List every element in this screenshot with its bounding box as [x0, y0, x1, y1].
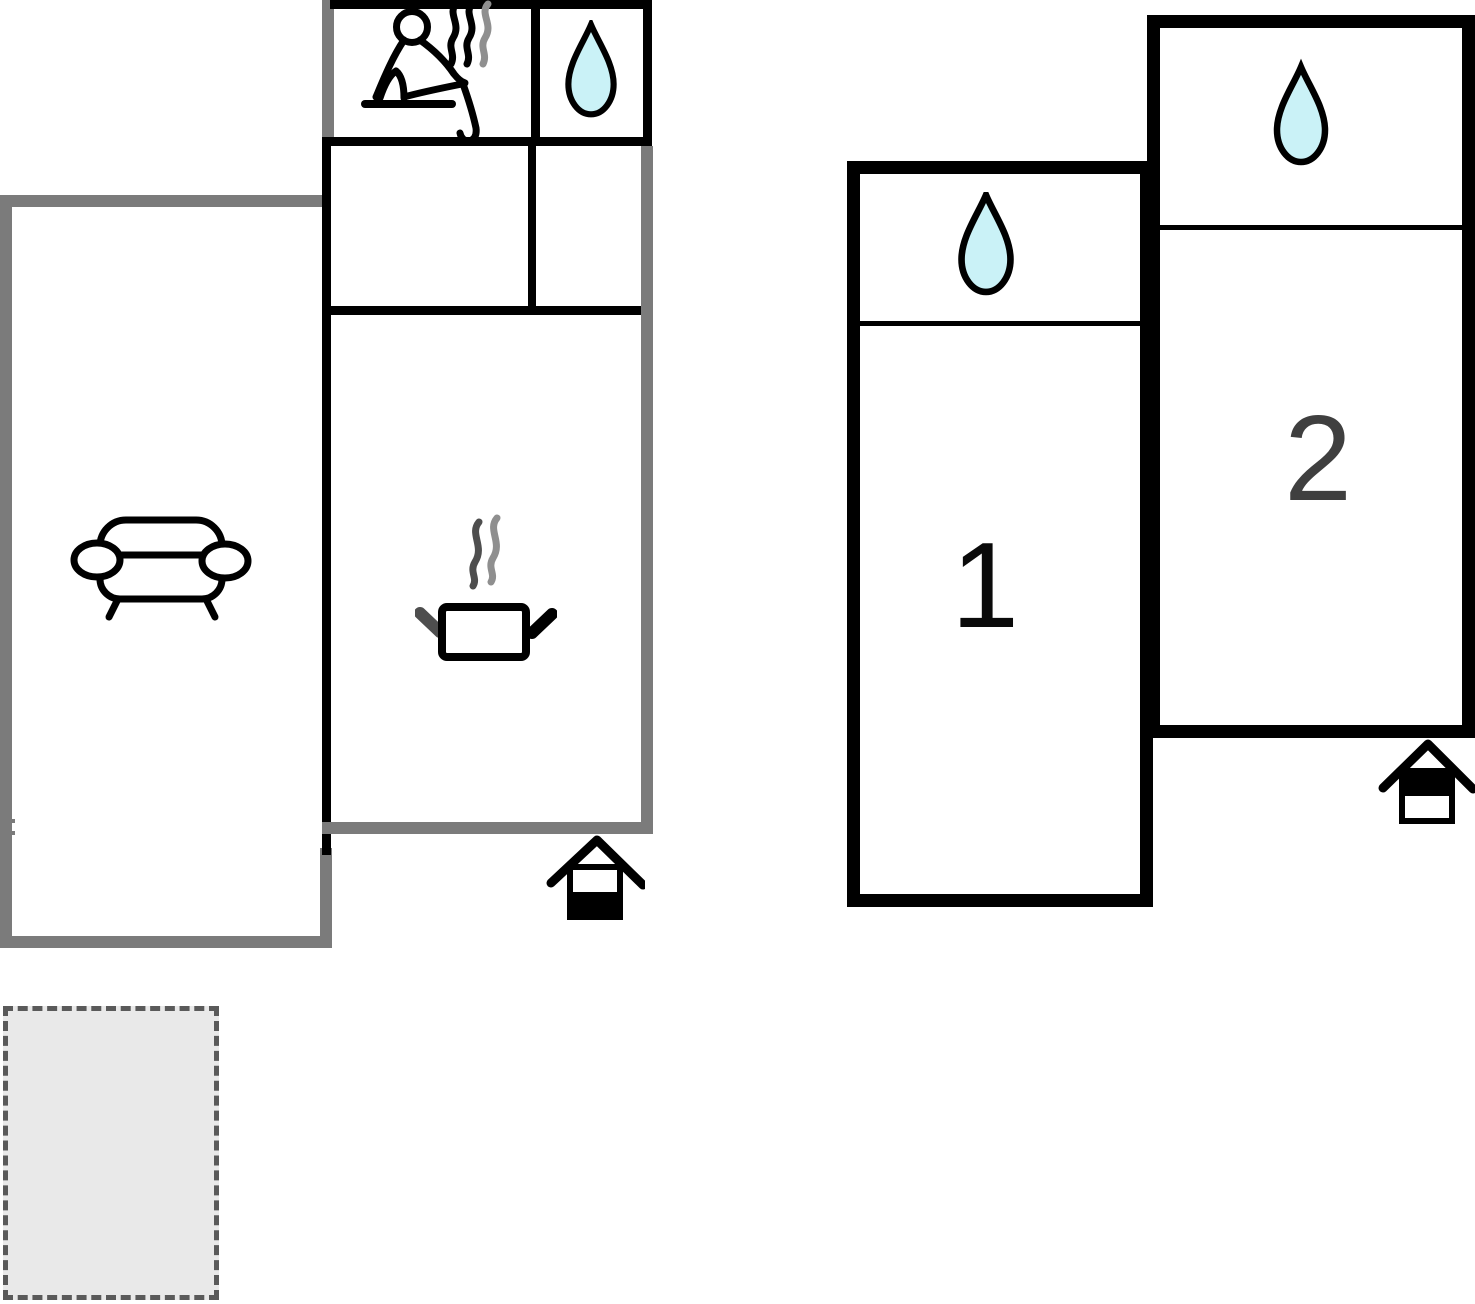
wall-middle-left-upper [322, 0, 334, 142]
room-1-label: 1 [951, 517, 1019, 653]
wall-living-left [0, 195, 12, 948]
water-drop-icon [958, 192, 1014, 296]
wall-kitchen-top [322, 306, 652, 315]
wall-living-right-lower [320, 848, 332, 948]
water-drop-icon [565, 20, 617, 118]
wall-middle-bottom [322, 822, 653, 834]
room-1-outline [847, 161, 1153, 907]
water-drop-icon [1273, 58, 1329, 166]
door-marker [4, 831, 15, 835]
wall-sauna-bottom [322, 137, 652, 146]
room-2-label: 2 [1284, 390, 1352, 526]
wall-living-bottom [0, 936, 332, 948]
house-entrance-icon [546, 835, 645, 920]
terrace [3, 1006, 219, 1300]
room-2-divider [1160, 225, 1462, 230]
sauna-person-icon [361, 0, 492, 145]
cooking-pot-icon [415, 514, 557, 661]
house-entrance-icon [1378, 739, 1475, 824]
room-1-divider [860, 321, 1140, 326]
sofa-icon [70, 516, 252, 621]
wall-middle-left [322, 140, 331, 855]
door-marker [4, 819, 15, 823]
wall-living-top [0, 195, 322, 207]
wall-hall-divider [528, 146, 536, 311]
wall-middle-right [641, 146, 653, 834]
